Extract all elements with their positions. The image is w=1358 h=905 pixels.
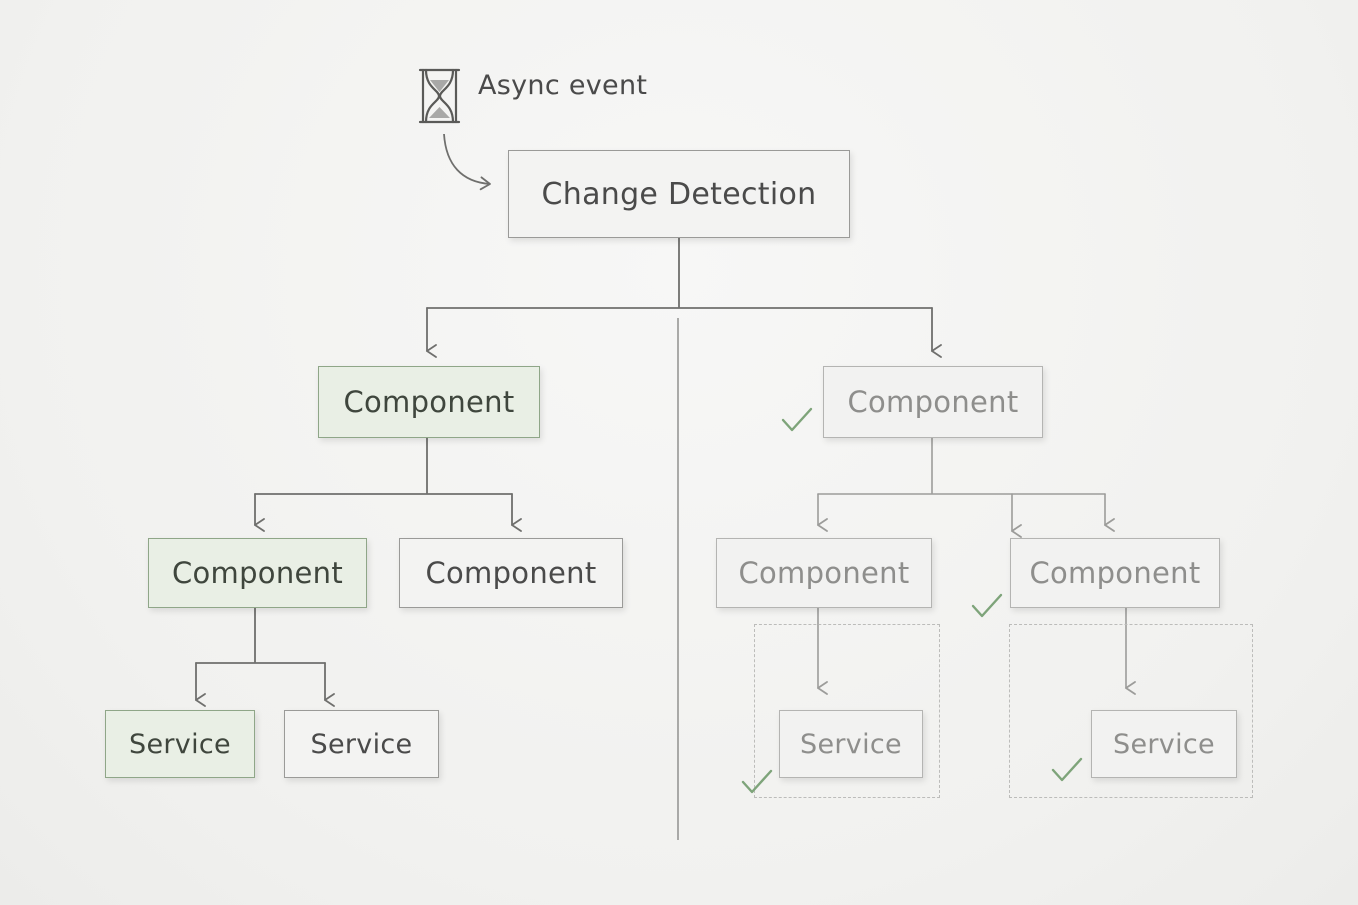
- right-service-b: Service: [1091, 710, 1237, 778]
- right-service-a: Service: [779, 710, 923, 778]
- left-child-component-a: Component: [148, 538, 367, 608]
- change-detection-node: Change Detection: [508, 150, 850, 238]
- hourglass-icon: [418, 68, 461, 124]
- check-icon: [971, 593, 1003, 618]
- async-event-label: Async event: [478, 70, 648, 101]
- check-icon: [781, 407, 813, 432]
- event-arrow: [443, 133, 491, 191]
- right-child-component-b: Component: [1010, 538, 1220, 608]
- left-child-component-b: Component: [399, 538, 623, 608]
- check-icon: [741, 769, 773, 794]
- left-service-b: Service: [284, 710, 439, 778]
- left-component-node: Component: [318, 366, 540, 438]
- right-component-node: Component: [823, 366, 1043, 438]
- check-icon: [1051, 757, 1083, 782]
- left-service-a: Service: [105, 710, 255, 778]
- right-service-group-a: [754, 624, 940, 798]
- right-child-component-a: Component: [716, 538, 932, 608]
- right-service-group-b: [1009, 624, 1253, 798]
